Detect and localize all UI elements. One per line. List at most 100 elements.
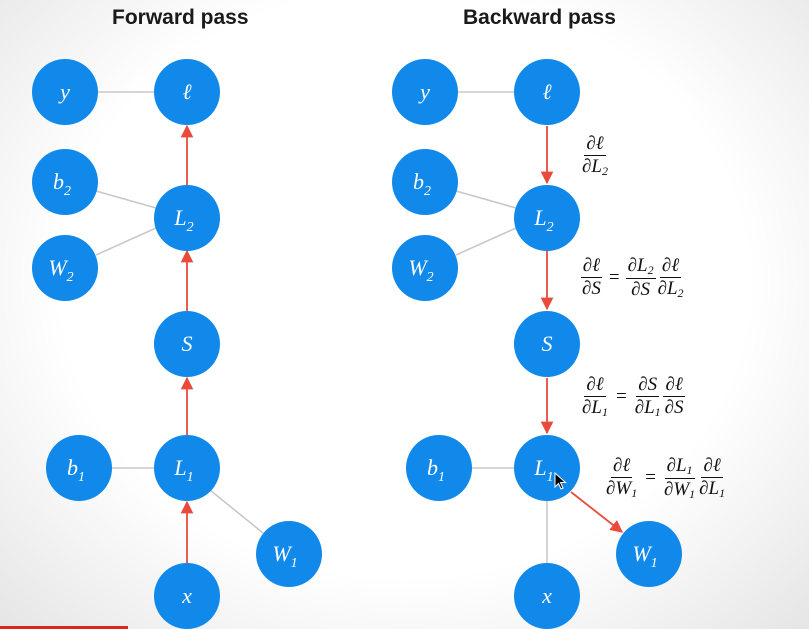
eq4-lhs-num: ∂ℓ xyxy=(610,455,633,479)
node-S-bwd: S xyxy=(514,311,580,377)
svg-text:b2: b2 xyxy=(53,169,71,199)
edge-W2-L2 xyxy=(95,227,157,256)
eq3-r1-den-sub: 1 xyxy=(654,404,661,419)
eq4-r1-num-sub: 1 xyxy=(686,463,693,477)
node-S-bwd-label: S xyxy=(542,331,553,356)
eq3-r1-den: ∂L xyxy=(634,396,655,418)
node-L2-sub: 2 xyxy=(187,220,194,235)
node-b1: b1 xyxy=(46,435,112,501)
node-x-label: x xyxy=(181,583,192,608)
progress-bar xyxy=(0,626,128,629)
node-L1-bwd-sub: 1 xyxy=(547,470,554,485)
eq2-equals: = xyxy=(608,266,620,288)
arrow-L1-to-W1 xyxy=(570,491,623,533)
node-loss-bwd: ℓ xyxy=(514,59,580,125)
eq4-equals: = xyxy=(645,467,656,489)
eq2-r1-num: ∂L xyxy=(627,255,648,276)
node-b1-bwd-label: b xyxy=(427,455,438,480)
eq3-equals: = xyxy=(615,385,627,407)
equation-dl-dW1: ∂ℓ ∂W1 = ∂L1 ∂W1 ∂ℓ ∂L1 xyxy=(604,456,727,500)
node-x-bwd-label: x xyxy=(541,583,552,608)
node-b2-bwd-sub: 2 xyxy=(424,184,431,199)
node-y-bwd: y xyxy=(392,59,458,125)
node-W1-label: W xyxy=(272,541,292,566)
node-b2: b2 xyxy=(32,149,98,215)
eq2-r2-den: ∂L xyxy=(657,277,678,299)
node-W1: W1 xyxy=(256,521,322,587)
eq2-lhs-den: ∂S xyxy=(582,278,601,300)
eq4-r1-den-sub: 1 xyxy=(689,486,696,501)
backward-pass-title: Backward pass xyxy=(463,6,616,29)
svg-text:b1: b1 xyxy=(67,455,85,485)
eq3-lhs-num: ∂ℓ xyxy=(584,374,606,397)
node-L2-bwd-sub: 2 xyxy=(547,220,554,235)
eq2-r2-den-sub: 2 xyxy=(677,285,684,300)
node-L1-bwd-label: L xyxy=(533,455,546,480)
node-W1-sub: 1 xyxy=(291,556,298,571)
edge-L1-W1 xyxy=(209,489,264,534)
svg-text:L1: L1 xyxy=(173,455,193,485)
node-y-label: y xyxy=(58,79,70,104)
forward-graph: y ℓ b2 L2 W2 S b1 L1 xyxy=(32,59,322,629)
node-loss-bwd-label: ℓ xyxy=(542,79,552,104)
eq4-r2-den-sub: 1 xyxy=(719,486,726,501)
svg-text:b2: b2 xyxy=(413,169,431,199)
node-W2-bwd-sub: 2 xyxy=(427,270,434,285)
svg-text:L1: L1 xyxy=(533,455,553,485)
eq3-lhs-den-sub: 1 xyxy=(601,404,608,419)
svg-text:W1: W1 xyxy=(632,541,657,571)
node-W2-sub: 2 xyxy=(67,270,74,285)
node-loss-label: ℓ xyxy=(182,79,192,104)
node-L1-label: L xyxy=(173,455,186,480)
eq3-r2-den: ∂S xyxy=(664,397,684,419)
mouse-cursor-icon xyxy=(554,472,567,490)
node-b1-label: b xyxy=(67,455,78,480)
equation-dl-dS: ∂ℓ ∂S = ∂L2 ∂S ∂ℓ ∂L2 xyxy=(580,256,686,300)
node-L2-bwd: L2 xyxy=(514,185,580,251)
node-W1-bwd-label: W xyxy=(632,541,652,566)
node-L2-label: L xyxy=(173,205,186,230)
eq4-r1-num: ∂L xyxy=(666,455,687,476)
node-y-bwd-label: y xyxy=(418,79,430,104)
eq2-r1-den: ∂S xyxy=(631,278,651,300)
node-L1-bwd: L1 xyxy=(514,435,580,501)
eq2-lhs-num: ∂ℓ xyxy=(580,255,603,279)
node-W2-label: W xyxy=(48,255,68,280)
svg-text:W2: W2 xyxy=(408,255,433,285)
node-W2-bwd: W2 xyxy=(392,235,458,301)
equation-dl-dL1: ∂ℓ ∂L1 = ∂S ∂L1 ∂ℓ ∂S xyxy=(580,375,686,419)
eq4-lhs-den-sub: 1 xyxy=(631,486,638,501)
eq3-lhs-den: ∂L xyxy=(582,396,602,418)
eq4-r2-num: ∂ℓ xyxy=(701,455,723,479)
node-b2-sub: 2 xyxy=(64,184,71,199)
node-W2-bwd-label: W xyxy=(408,255,428,280)
eq2-r2-num: ∂ℓ xyxy=(659,255,682,278)
equation-dl-dL2: ∂ℓ ∂L2 xyxy=(580,134,610,178)
eq1-den-sub: 2 xyxy=(601,163,608,178)
svg-text:L2: L2 xyxy=(533,205,553,235)
node-S: S xyxy=(154,311,220,377)
svg-text:W2: W2 xyxy=(48,255,73,285)
node-W1-bwd: W1 xyxy=(616,521,682,587)
node-b2-bwd-label: b xyxy=(413,169,424,194)
node-W1-bwd-sub: 1 xyxy=(651,556,658,571)
backward-graph: y ℓ b2 L2 W2 S b1 L1 xyxy=(392,59,682,629)
forward-pass-title: Forward pass xyxy=(112,6,249,29)
edge-b2-L2-bwd xyxy=(455,190,517,209)
eq1-num: ∂ℓ xyxy=(584,133,606,156)
node-b1-sub: 1 xyxy=(78,470,85,485)
eq1-den: ∂L xyxy=(582,155,602,177)
node-x-bwd: x xyxy=(514,563,580,629)
node-x: x xyxy=(154,563,220,629)
node-loss: ℓ xyxy=(154,59,220,125)
node-L1-sub: 1 xyxy=(187,470,194,485)
node-b1-bwd: b1 xyxy=(406,435,472,501)
node-W2: W2 xyxy=(32,235,98,301)
node-S-label: S xyxy=(182,331,193,356)
node-L2-bwd-label: L xyxy=(533,205,546,230)
eq2-r1-num-sub: 2 xyxy=(647,263,654,277)
eq4-r2-den: ∂L xyxy=(699,478,720,500)
eq3-r2-num: ∂ℓ xyxy=(663,374,685,398)
node-b1-bwd-sub: 1 xyxy=(438,470,445,485)
